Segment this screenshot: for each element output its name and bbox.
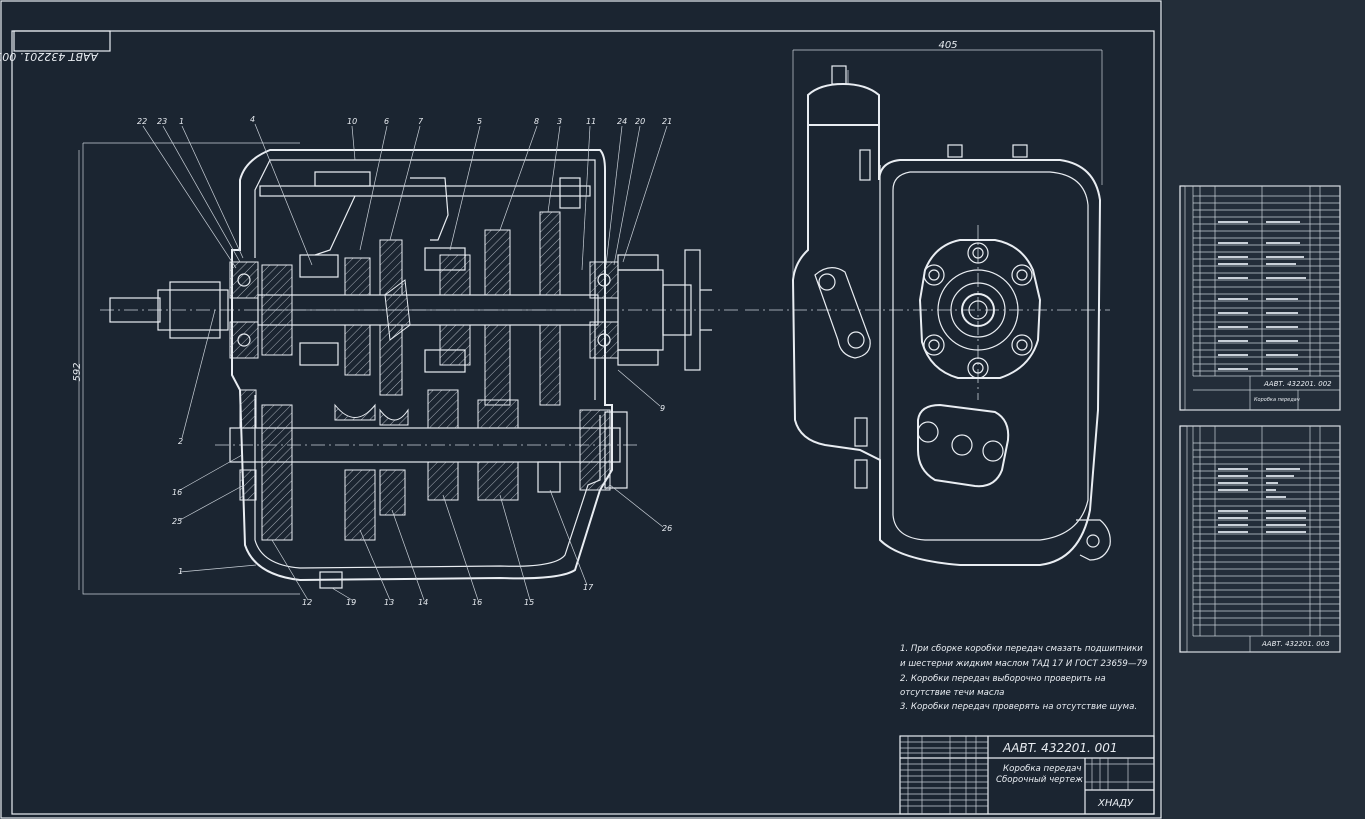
note-3: 3. Коробки передач проверять на отсутств… <box>900 702 1137 712</box>
callout-16-bottom: 16 <box>472 598 482 607</box>
note-1-line2: и шестерни жидким маслом ТАД 17 И ГОСТ 2… <box>900 659 1147 669</box>
note-1-line1: 1. При сборке коробки передач смазать по… <box>900 644 1143 654</box>
callout-7: 7 <box>418 117 424 126</box>
spec2-designation: ААВТ. 432201. 003 <box>1261 640 1330 648</box>
callout-3: 3 <box>557 117 562 126</box>
callout-9: 9 <box>660 404 665 413</box>
title-organization: ХНАДУ <box>1097 798 1134 809</box>
dim-length-label: 592 <box>72 362 83 381</box>
spec-sheet-2: ААВТ. 432201. 003 <box>1179 425 1341 653</box>
callout-23: 23 <box>157 117 167 126</box>
callout-13: 13 <box>384 598 394 607</box>
note-2-line2: отсутствие течи масла <box>900 688 1004 698</box>
mirrored-stamp: AABT 432201. 001 <box>0 30 111 63</box>
callout-25: 25 <box>172 517 182 526</box>
callout-11: 11 <box>586 117 596 126</box>
technical-notes: 1. При сборке коробки передач смазать по… <box>900 644 1147 712</box>
callout-4: 4 <box>250 115 255 124</box>
flange-bolts <box>923 242 1033 379</box>
callout-21: 21 <box>662 117 672 126</box>
callout-15: 15 <box>524 598 534 607</box>
callout-26: 26 <box>662 524 672 533</box>
mirrored-stamp-text: AABT 432201. 001 <box>0 50 99 63</box>
callout-1: 1 <box>179 117 184 126</box>
callout-2: 2 <box>178 437 183 446</box>
title-name-line2: Сборочный чертеж <box>996 775 1083 785</box>
title-designation: AABT. 432201. 001 <box>1002 741 1118 755</box>
callout-6: 6 <box>384 117 389 126</box>
title-name-line1: Коробка передач <box>1003 764 1082 774</box>
callout-10: 10 <box>347 117 357 126</box>
spec1-designation: ААВТ. 432201. 002 <box>1263 380 1332 388</box>
callout-5: 5 <box>477 117 482 126</box>
dim-width-label: 405 <box>938 40 957 51</box>
title-block: AABT. 432201. 001 Коробка передач Сбороч… <box>899 735 1155 815</box>
callout-22: 22 <box>137 117 147 126</box>
callout-20: 20 <box>635 117 645 126</box>
callout-12: 12 <box>302 598 312 607</box>
callout-labels: 22 23 1 4 10 6 7 5 8 3 11 24 20 21 2 16 … <box>137 115 672 607</box>
callout-19: 19 <box>346 598 356 607</box>
callout-16-left: 16 <box>172 488 182 497</box>
callout-8: 8 <box>534 117 539 126</box>
spec-sheet-1: ААВТ. 432201. 002 Коробка передач <box>1179 185 1341 411</box>
callout-24: 24 <box>617 117 627 126</box>
callout-14: 14 <box>418 598 428 607</box>
sheet-frame <box>0 0 1162 819</box>
spec1-name: Коробка передач <box>1254 397 1300 403</box>
callout-1-left: 1 <box>178 567 183 576</box>
side-view: 405 <box>745 40 1111 566</box>
section-view: 592 <box>72 123 740 601</box>
callout-17: 17 <box>583 583 594 592</box>
note-2-line1: 2. Коробки передач выборочно проверить н… <box>900 674 1106 684</box>
